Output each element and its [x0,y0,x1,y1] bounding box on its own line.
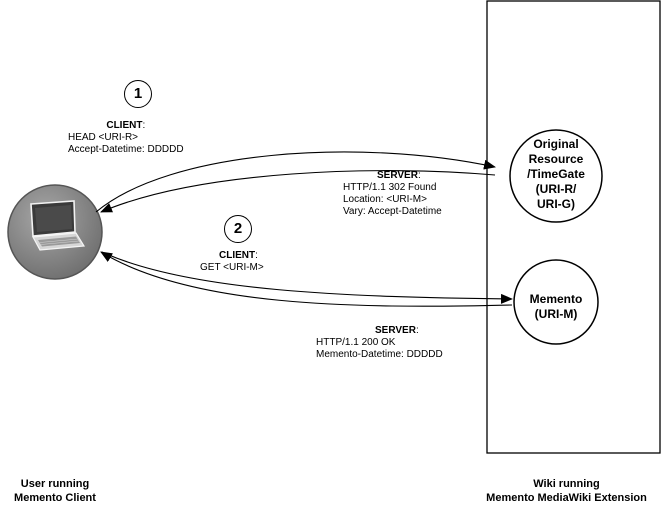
original-resource-node [509,129,603,223]
step-2-request: CLIENT: GET <URI-M> [200,250,264,274]
wiki-server-box [486,0,661,454]
step-1-badge: 1 [124,80,152,108]
response-2-colon: : [415,325,419,336]
laptop-icon [7,184,103,280]
response-1: SERVER: HTTP/1.1 302 Found Location: <UR… [343,170,442,218]
ok-response-arrow [100,251,513,307]
server-caption: Wiki running Memento MediaWiki Extension [468,477,665,505]
client-caption-line-2: Memento Client [14,492,96,504]
step-2-colon: : [255,250,258,261]
response-2-header-line: Memento-Datetime: DDDDD [316,349,443,360]
response-2-status-line: HTTP/1.1 200 OK [316,337,396,348]
response-1-vary-line: Vary: Accept-Datetime [343,206,442,217]
memento-label: Memento (URI-M) [510,292,602,322]
response-1-server-label: SERVER [377,170,418,181]
original-resource-line-4: (URI-R/ [535,182,577,196]
step-1-client-label: CLIENT [106,120,143,131]
client-caption-line-1: User running [20,478,90,490]
step-1-colon: : [142,120,146,131]
get-request-arrow [101,251,513,304]
original-resource-line-5: URI-G) [537,197,575,211]
step-2-request-line: GET <URI-M> [200,262,264,273]
memento-line-2: (URI-M) [534,307,578,321]
step-2-badge: 2 [224,215,252,243]
original-resource-line-1: Original [533,137,579,151]
response-1-location-line: Location: <URI-M> [343,194,427,205]
server-caption-line-1: Wiki running [533,478,600,490]
step-1-header-line: Accept-Datetime: DDDDD [68,144,184,155]
memento-node [513,259,599,345]
server-caption-line-2: Memento MediaWiki Extension [486,492,647,504]
step-1-request-line: HEAD <URI-R> [68,132,139,143]
response-1-status-line: HTTP/1.1 302 Found [343,182,437,193]
response-1-colon: : [417,170,421,181]
client-caption: User running Memento Client [0,477,110,505]
response-2: SERVER: HTTP/1.1 200 OK Memento-Datetime… [316,325,443,361]
response-2-server-label: SERVER [375,325,416,336]
step-2-client-label: CLIENT [219,250,256,261]
original-resource-label: Original Resource /TimeGate (URI-R/ URI-… [510,137,602,212]
redirect-response-arrow [100,170,496,213]
step-1-request: CLIENT: HEAD <URI-R> Accept-Datetime: DD… [68,120,184,156]
original-resource-line-3: /TimeGate [527,167,585,181]
memento-line-1: Memento [529,292,583,306]
original-resource-line-2: Resource [528,152,584,166]
head-request-arrow [95,151,496,213]
